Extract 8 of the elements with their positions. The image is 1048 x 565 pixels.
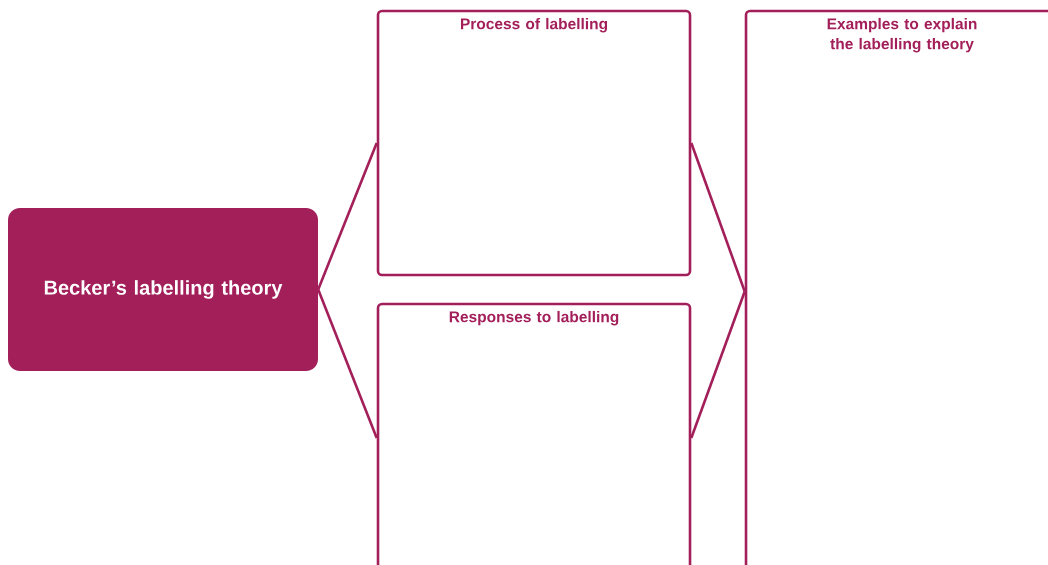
topic-box: Becker’s labelling theory bbox=[8, 208, 318, 371]
text-box: Process of labelling bbox=[376, 9, 692, 277]
connector-line bbox=[317, 142, 378, 290]
connector-line bbox=[317, 289, 378, 439]
text-box: Examples to explain the labelling theory bbox=[744, 9, 1048, 565]
connector-line bbox=[690, 291, 746, 439]
text-box: Responses to labelling bbox=[376, 302, 692, 565]
connector-line bbox=[690, 142, 746, 292]
